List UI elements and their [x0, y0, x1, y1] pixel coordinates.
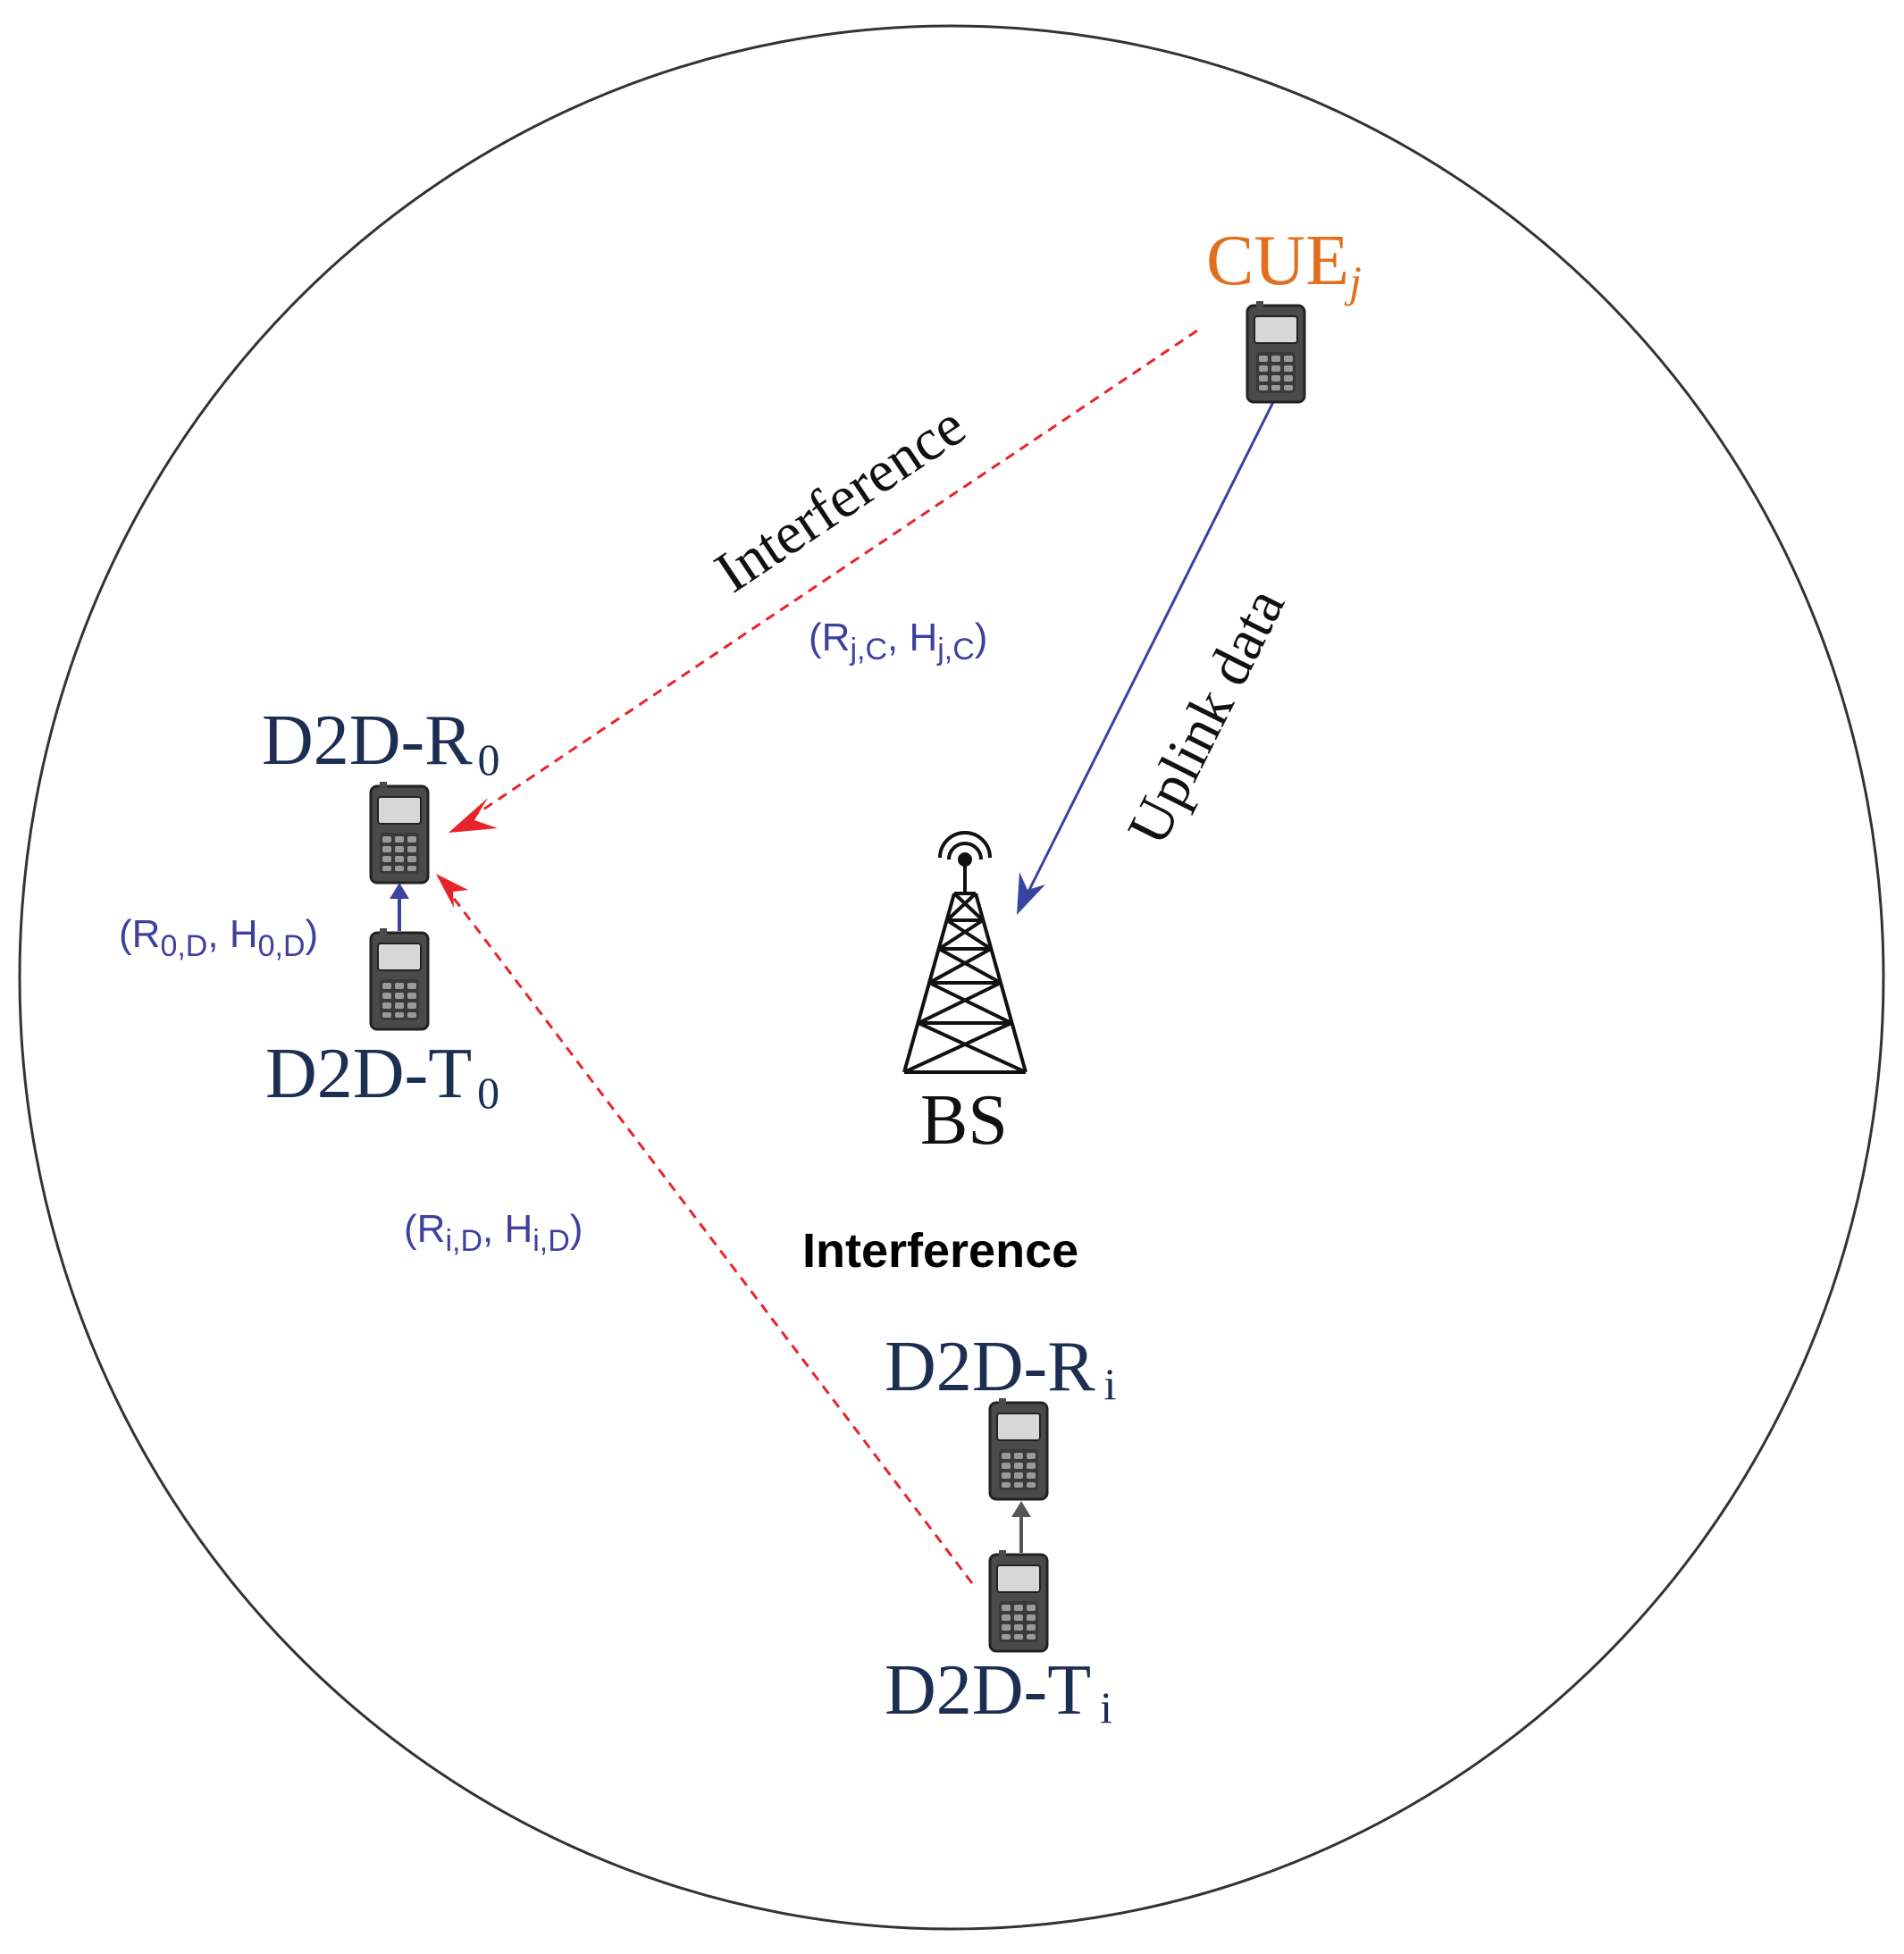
- d2d-r0-phone-icon: [369, 780, 430, 885]
- bs-label: BS: [920, 1081, 1008, 1160]
- d2d-ri-phone-icon: [988, 1396, 1049, 1501]
- arrowhead-interference-r0: [449, 798, 498, 833]
- cue-label: CUEj: [1206, 222, 1362, 306]
- cell-boundary: [18, 24, 1885, 1931]
- uplink-link: [1017, 401, 1275, 915]
- d2di-direct-link: [1011, 1501, 1031, 1553]
- arrowhead-interference-ti: [436, 874, 468, 908]
- d2d-interference-label: Interference: [802, 1224, 1078, 1278]
- d2di-link-params: (Ri,D, Hi,D): [404, 1207, 583, 1258]
- d2d-t0-phone-icon: [369, 927, 430, 1031]
- d2d-ti-phone-icon: [988, 1548, 1049, 1653]
- cue-interference-link: [449, 329, 1198, 833]
- d2d0-link-params: (R0,D, H0,D): [119, 912, 318, 963]
- base-station-tower-icon: [902, 831, 1027, 1074]
- arrowhead-uplink: [1017, 872, 1045, 915]
- d2d-interference-link: [436, 874, 974, 1584]
- d2d0-direct-link: [390, 883, 409, 931]
- uplink-label: Uplink data: [1115, 578, 1297, 855]
- cue-phone-icon: [1246, 299, 1306, 404]
- cue-interference-label: Interference: [704, 392, 977, 605]
- cue-link-params: (Rj,C, Hj,C): [809, 616, 987, 667]
